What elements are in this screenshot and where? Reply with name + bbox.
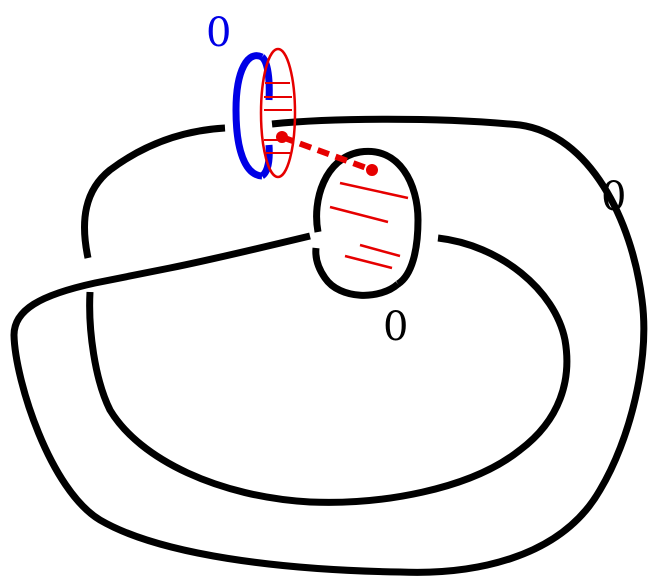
red-disk	[259, 47, 297, 179]
red-dashed-arc	[280, 134, 374, 173]
blue-framing-label: 0	[206, 10, 231, 56]
inner-hatch-line	[339, 181, 409, 200]
knot-upper-left-arc	[80, 124, 226, 259]
inner-hatch-line	[359, 243, 401, 258]
blue-circle-left	[232, 52, 264, 180]
inner-circle-lower	[312, 247, 401, 299]
red-dot-left	[276, 131, 288, 143]
inner-framing-label: 0	[383, 304, 408, 350]
knot-crossing-to-right	[86, 234, 571, 506]
outer-framing-label: 0	[601, 174, 626, 220]
red-dot-right	[366, 164, 378, 176]
outer-loop-top-arc	[10, 115, 648, 576]
inner-hatch-line	[344, 254, 393, 270]
inner-hatch-line	[329, 205, 389, 224]
inner-circle-upper	[313, 147, 422, 287]
